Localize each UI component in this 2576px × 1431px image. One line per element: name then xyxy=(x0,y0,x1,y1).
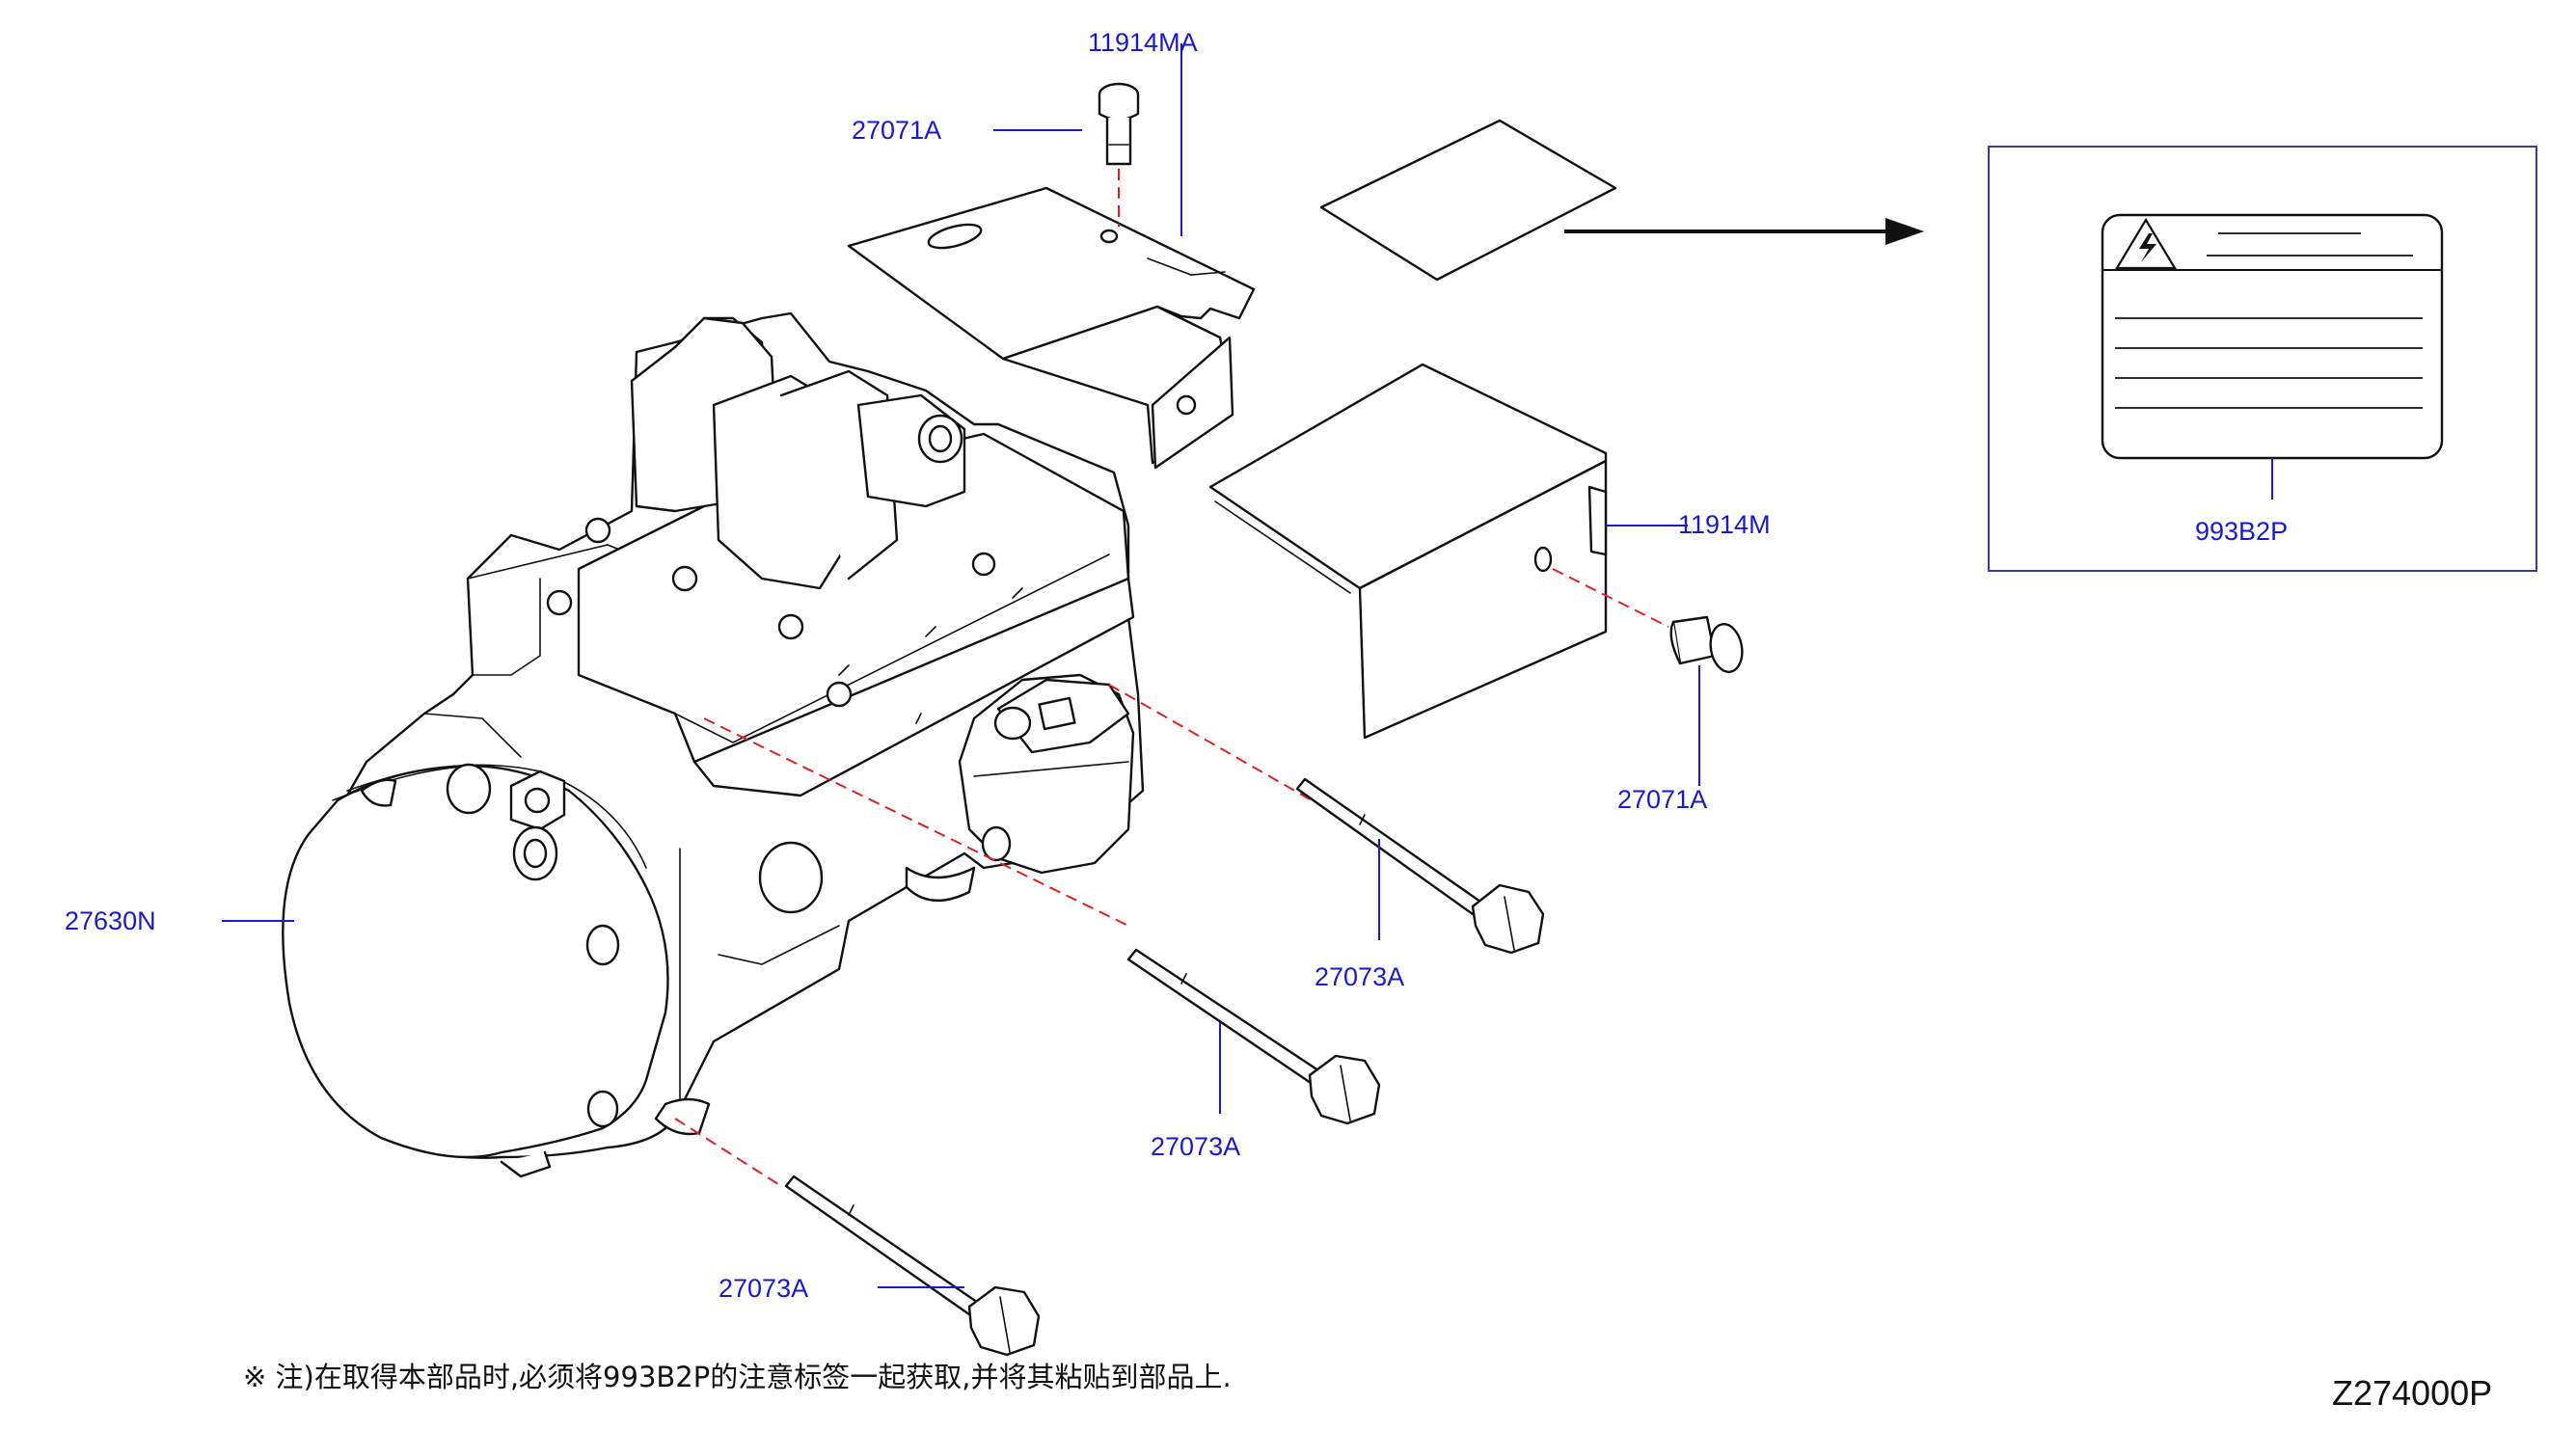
compressor-27630N xyxy=(282,311,1145,1178)
bolt-27071A-top xyxy=(1098,82,1140,166)
arrow-to-label xyxy=(1564,218,1924,245)
callout-993B2P: 993B2P xyxy=(2195,517,2288,546)
callout-27071A-top: 27071A xyxy=(852,116,941,145)
bolt-27073A-1 xyxy=(1295,777,1545,955)
cover-11914M xyxy=(1208,363,1608,740)
label-detail-box xyxy=(1988,146,2537,572)
bolt-27073A-2 xyxy=(1126,948,1381,1125)
callout-27071A-right: 27071A xyxy=(1617,785,1707,814)
callout-27630N: 27630N xyxy=(65,906,156,935)
callout-27073A-3: 27073A xyxy=(719,1274,808,1303)
bolt-27071A-right xyxy=(1669,615,1744,673)
bracket-11914MA xyxy=(847,186,1256,470)
label-sheet xyxy=(1319,119,1617,282)
callout-11914M: 11914M xyxy=(1678,510,1771,539)
callout-27073A-2: 27073A xyxy=(1151,1132,1240,1161)
bolt-27073A-3 xyxy=(784,1174,1041,1357)
footnote: ※ 注)在取得本部品时,必须将993B2P的注意标签一起获取,并将其粘贴到部品上… xyxy=(243,1361,1232,1393)
diagram-code: Z274000P xyxy=(2332,1373,2493,1413)
callout-11914MA: 11914MA xyxy=(1088,28,1198,57)
callout-27073A-1: 27073A xyxy=(1315,962,1404,991)
